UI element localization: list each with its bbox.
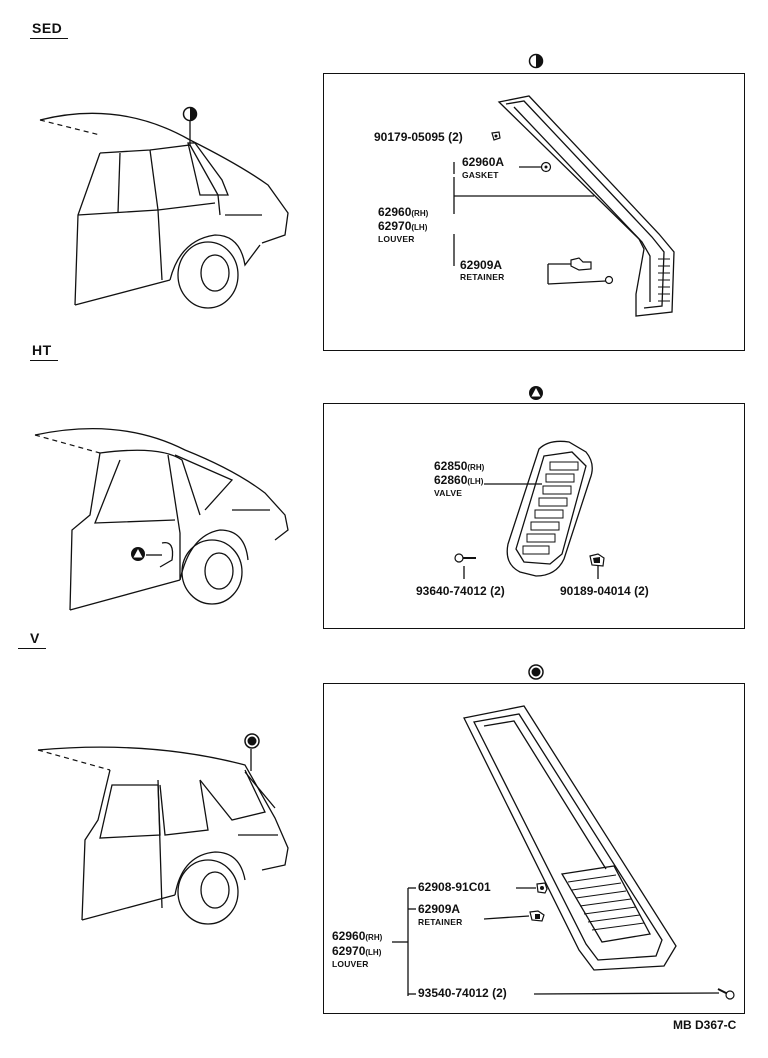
ht-parts-panel: 62850(RH) 62860(LH) VALVE 93640-74012 (2…: [323, 403, 745, 629]
section-label-ht: HT: [30, 342, 58, 361]
louver-lh-part-number: 62970(LH): [378, 219, 428, 233]
screw-part-number: 93640-74012 (2): [416, 584, 505, 598]
clip-part-number: 90179-05095 (2): [374, 130, 463, 144]
clip-part-number: 90189-04014 (2): [560, 584, 649, 598]
valve-part-drawing: [463, 440, 599, 579]
retainer-part-icon: [570, 257, 592, 271]
marker-leader-line: [189, 120, 191, 146]
screw-part-number: 93540-74012 (2): [418, 986, 507, 1000]
screw-part-icon: [717, 988, 735, 1000]
nut-part-icon: [536, 882, 548, 894]
wagon-car-illustration: [37, 746, 289, 925]
marker-leader-line: [250, 749, 252, 771]
valve-part-name: VALVE: [434, 488, 463, 498]
retainer-part-number: 62909A: [460, 258, 503, 272]
louver-lh-part-number: 62970(LH): [332, 944, 382, 958]
louver-part-name: LOUVER: [332, 959, 369, 969]
section-label-text: SED: [32, 20, 63, 36]
nut-part-number: 62908-91C01: [418, 880, 491, 894]
retainer-part-name: RETAINER: [418, 917, 463, 927]
clip-nut-part-icon: [589, 553, 605, 567]
louver-part-drawing: [453, 95, 675, 317]
filled-circle-marker-icon: [244, 733, 260, 749]
section-label-v: V: [18, 630, 46, 649]
valve-rh-part-number: 62850(RH): [434, 459, 485, 473]
gasket-part-name: GASKET: [462, 170, 499, 180]
louver-rh-part-number: 62960(RH): [332, 929, 383, 943]
v-parts-panel: 62908-91C01 62909A RETAINER 62960(RH) 62…: [323, 683, 745, 1014]
louver-part-name: LOUVER: [378, 234, 415, 244]
retainer-clip-icon: [604, 275, 614, 285]
retainer-part-name: RETAINER: [460, 272, 505, 282]
screw-part-icon: [454, 553, 476, 563]
hardtop-car-illustration: [34, 428, 289, 611]
half-circle-marker-icon: [528, 53, 544, 69]
section-label-sed: SED: [30, 20, 69, 39]
louver-panel-part-drawing: [392, 705, 720, 996]
clip-part-icon: [491, 131, 501, 141]
louver-rh-part-number: 62960(RH): [378, 205, 429, 219]
valve-lh-part-number: 62860(LH): [434, 473, 484, 487]
retainer-part-icon: [529, 910, 545, 922]
diagram-code: MB D367-C: [673, 1018, 737, 1032]
gasket-part-icon: [540, 161, 552, 173]
sed-parts-panel: 90179-05095 (2) 62960A GASKET 62960(RH) …: [323, 73, 745, 351]
triangle-marker-icon: [529, 386, 543, 400]
triangle-marker-icon: [131, 547, 145, 561]
sedan-car-illustration: [39, 112, 289, 309]
marker-leader-line: [146, 554, 162, 556]
section-label-text: HT: [32, 342, 52, 358]
section-label-text: V: [30, 630, 40, 646]
gasket-part-number: 62960A: [462, 155, 505, 169]
retainer-part-number: 62909A: [418, 902, 461, 916]
filled-circle-marker-icon: [528, 664, 544, 680]
